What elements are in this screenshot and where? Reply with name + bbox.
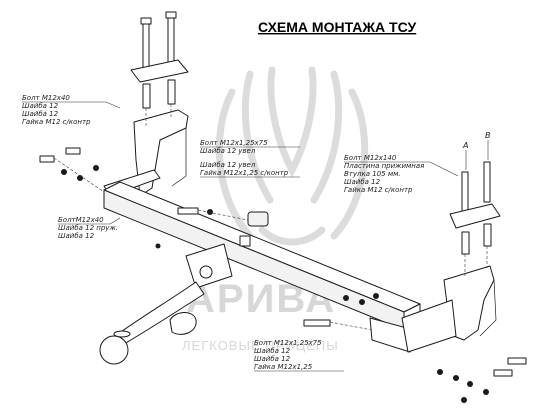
hitch-ball <box>99 335 129 365</box>
nut-center-1 <box>207 209 213 215</box>
callout-center-top-line-3: Шайба 12 увел <box>200 161 256 169</box>
dash-bottom <box>329 321 373 331</box>
sleeve-right-2 <box>483 223 492 247</box>
washer-left <box>155 243 161 249</box>
callout-left-top-line-2: Шайба 12 <box>22 102 59 110</box>
bolt-left-top-1 <box>39 155 55 163</box>
socket-bracket <box>169 312 197 335</box>
bolt-left-top-2 <box>65 147 81 155</box>
callout-left-top-line-4: Гайка М12 с/контр <box>22 118 91 126</box>
callout-bottom-line-3: Шайба 12 <box>254 355 291 363</box>
callout-left-top-line-3: Шайба 12 <box>22 110 59 118</box>
left-bracket-edge <box>171 128 187 187</box>
right-bracket-lower <box>401 299 457 353</box>
nut-left-1 <box>61 169 67 175</box>
right-side-bracket <box>401 265 497 353</box>
dash-left <box>53 157 105 193</box>
hitch-ball-collar <box>113 330 131 338</box>
stud-left-2 <box>167 15 175 63</box>
callout-right-top-line-1: Болт М12х140 <box>344 154 397 162</box>
nut-left-3 <box>93 165 99 171</box>
watermark-logo-emblem <box>215 66 369 246</box>
callout-left-mid-leader <box>58 217 121 225</box>
right-bracket-edge <box>479 279 497 337</box>
stud-left-2-head <box>165 11 177 19</box>
callout-left-top-leader <box>22 101 121 109</box>
top-left-stud-assembly <box>130 11 189 109</box>
callout-bottom: Болт М12х1,25х75 Шайба 12 Шайба 12 Гайка… <box>254 339 344 372</box>
callout-right-top-line-2: Пластина прижимная <box>344 162 424 170</box>
callout-bottom-line-2: Шайба 12 <box>254 347 291 355</box>
hardware <box>39 147 527 403</box>
left-side-bracket <box>103 109 189 197</box>
sleeve-left-2 <box>167 79 176 105</box>
nut-bottom-5 <box>483 389 489 395</box>
callout-right-top: Болт М12х140 Пластина прижимная Втулка 1… <box>344 154 459 194</box>
bolt-bottom-right-1 <box>493 369 513 377</box>
callout-center-top: Болт М12х1,25х75 Шайба 12 увел Шайба 12 … <box>200 139 300 178</box>
ball-mount-plate <box>185 243 233 289</box>
callout-left-mid-line-1: БолтМ12х40 <box>58 216 104 224</box>
callout-right-top-line-4: Шайба 12 <box>344 178 381 186</box>
callout-center-top-line-2: Шайба 12 увел <box>200 147 256 155</box>
ball-mount-bolt-hole <box>199 265 213 279</box>
callout-bottom-line-4: Гайка М12х1,25 <box>254 363 313 371</box>
stud-left-1-head <box>140 17 152 25</box>
callout-right-top-leader <box>344 161 459 177</box>
watermark: АРИВА ЛЕГКОВЫЕ ПРИЦЕПЫ <box>182 66 369 353</box>
diagram-title: СХЕМА МОНТАЖА ТСУ <box>258 19 416 35</box>
marker-a: A <box>462 141 468 150</box>
callout-left-mid-line-2: Шайба 12 пруж. <box>58 224 118 232</box>
nut-left-2 <box>77 175 83 181</box>
callout-left-mid: БолтМ12х40 Шайба 12 пруж. Шайба 12 <box>58 216 121 240</box>
callout-bottom-line-1: Болт М12х1,25х75 <box>254 339 322 347</box>
callout-right-top-line-3: Втулка 105 мм. <box>344 170 401 178</box>
dash-center <box>197 209 249 221</box>
assembly-lines <box>53 104 488 331</box>
callout-left-top-line-1: Болт М12х40 <box>22 94 70 102</box>
beam-end-plate <box>369 317 415 353</box>
stud-right-2 <box>483 161 491 203</box>
sleeve-right-1 <box>461 231 470 255</box>
stud-right-1 <box>461 171 469 213</box>
marker-b: B <box>485 131 491 140</box>
nut-bottom-4 <box>461 397 467 403</box>
bolt-bottom <box>303 319 331 327</box>
callout-center-top-line-4: Гайка М12х1,25 с/контр <box>200 169 289 177</box>
nut-right-2 <box>359 299 365 305</box>
stud-left-1 <box>142 21 150 69</box>
pressure-plate-right <box>449 203 501 229</box>
nut-bottom-3 <box>467 381 473 387</box>
sleeve-left-1 <box>142 83 151 109</box>
bolt-bottom-right-2 <box>507 357 527 365</box>
watermark-subtitle: ЛЕГКОВЫЕ ПРИЦЕПЫ <box>182 338 339 353</box>
pressure-plate-left <box>130 59 189 83</box>
nut-right-1 <box>343 295 349 301</box>
callout-center-top-line-1: Болт М12х1,25х75 <box>200 139 268 147</box>
nut-right-3 <box>373 293 379 299</box>
right-stud-assembly: A B <box>449 131 501 255</box>
bolt-center-top <box>177 207 199 215</box>
callout-left-mid-line-3: Шайба 12 <box>58 232 95 240</box>
bushing-block <box>247 211 269 227</box>
nut-bottom-1 <box>437 369 443 375</box>
callout-right-top-line-5: Гайка М12 с/контр <box>344 186 413 194</box>
nut-bottom-2 <box>453 375 459 381</box>
callout-left-top: Болт М12х40 Шайба 12 Шайба 12 Гайка М12 … <box>22 94 121 126</box>
bolt-center-mid <box>239 235 251 247</box>
ball-mount <box>99 243 233 365</box>
